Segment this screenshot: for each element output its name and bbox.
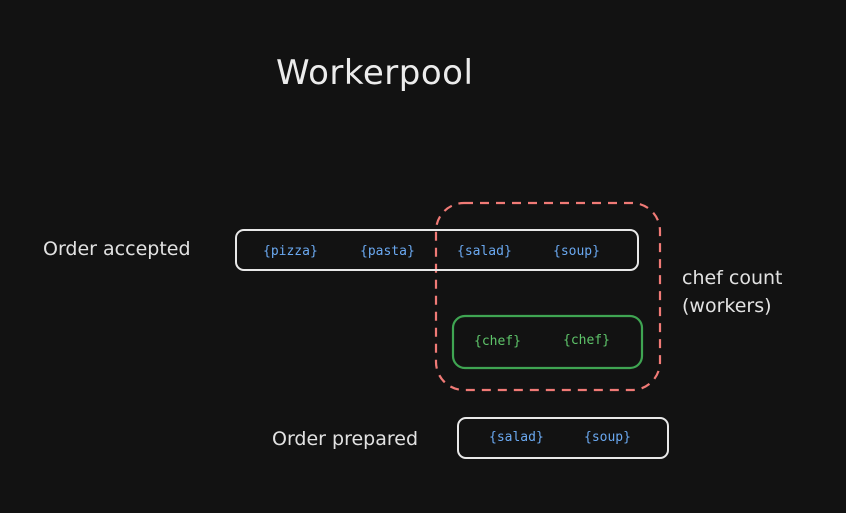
diagram-title: Workerpool [276,53,474,93]
queue-token-salad: {salad} [457,244,512,259]
workers-box [451,314,644,370]
prepared-token-soup: {soup} [584,430,631,445]
order-prepared-queue-box [457,417,669,459]
queue-token-soup: {soup} [553,244,600,259]
queue-token-pasta: {pasta} [360,244,415,259]
order-accepted-queue-box [235,229,639,271]
chef-count-sublabel: (workers) [682,295,772,317]
order-prepared-label: Order prepared [272,428,419,450]
worker-token-chef-1: {chef} [474,334,521,349]
prepared-token-salad: {salad} [489,430,544,445]
chef-count-label: chef count [682,267,783,289]
order-accepted-label: Order accepted [43,238,191,260]
worker-token-chef-2: {chef} [563,333,610,348]
queue-token-pizza: {pizza} [263,244,318,259]
worker-pool-region [434,201,662,392]
